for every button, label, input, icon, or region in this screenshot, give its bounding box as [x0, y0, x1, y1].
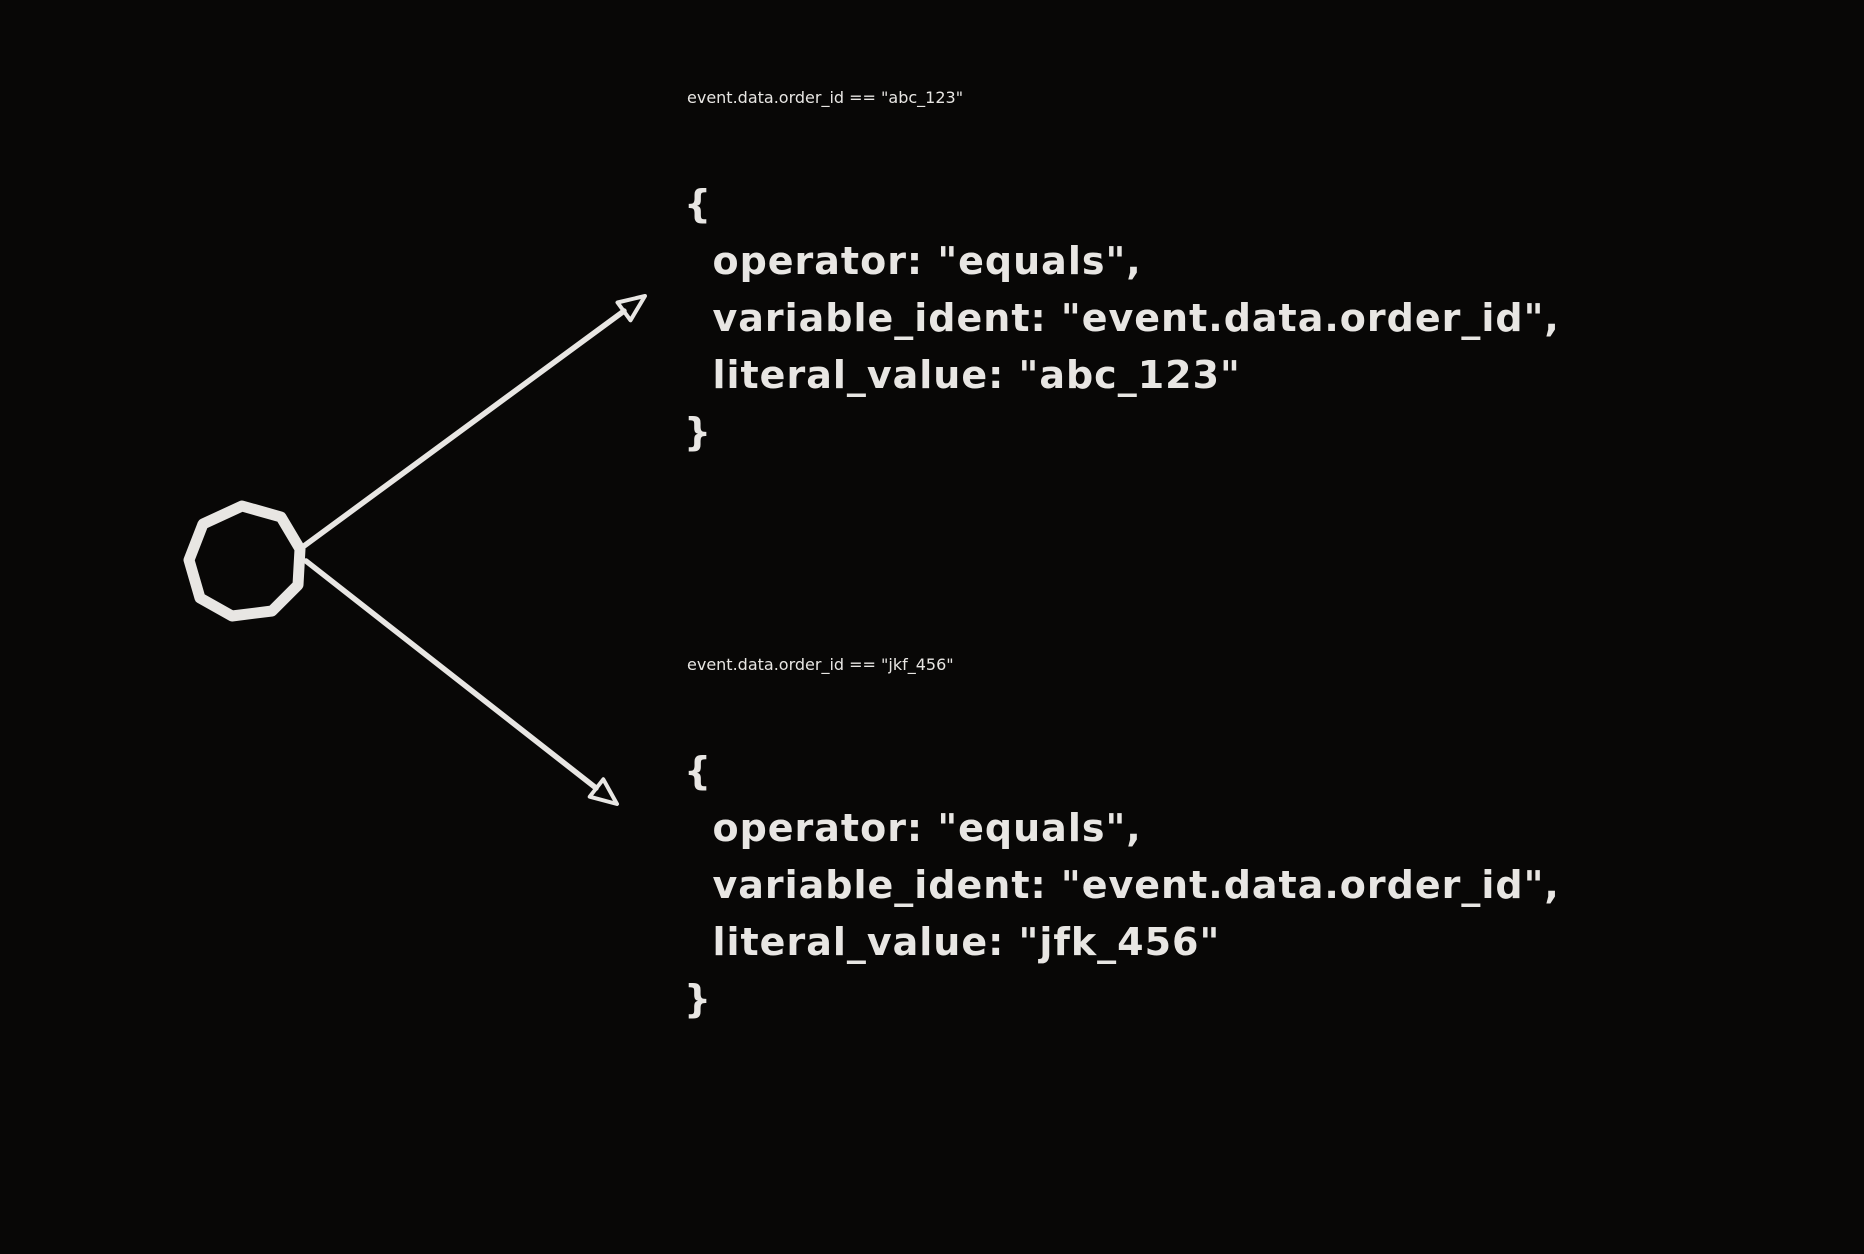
arrow-to-branch-2: [303, 558, 599, 791]
branch-1-code: { operator: "equals", variable_ident: "e…: [684, 182, 1560, 454]
arrow-to-branch-1: [301, 308, 627, 549]
branch-2-condition: event.data.order_id == "jkf_456": [687, 655, 954, 674]
branch-2-code: { operator: "equals", variable_ident: "e…: [684, 749, 1560, 1021]
branch-1-condition: event.data.order_id == "abc_123": [687, 88, 964, 107]
event-node-circle-icon: [183, 500, 306, 622]
arrowhead-branch-1-icon: [615, 294, 647, 323]
arrowhead-branch-2-icon: [587, 777, 619, 806]
